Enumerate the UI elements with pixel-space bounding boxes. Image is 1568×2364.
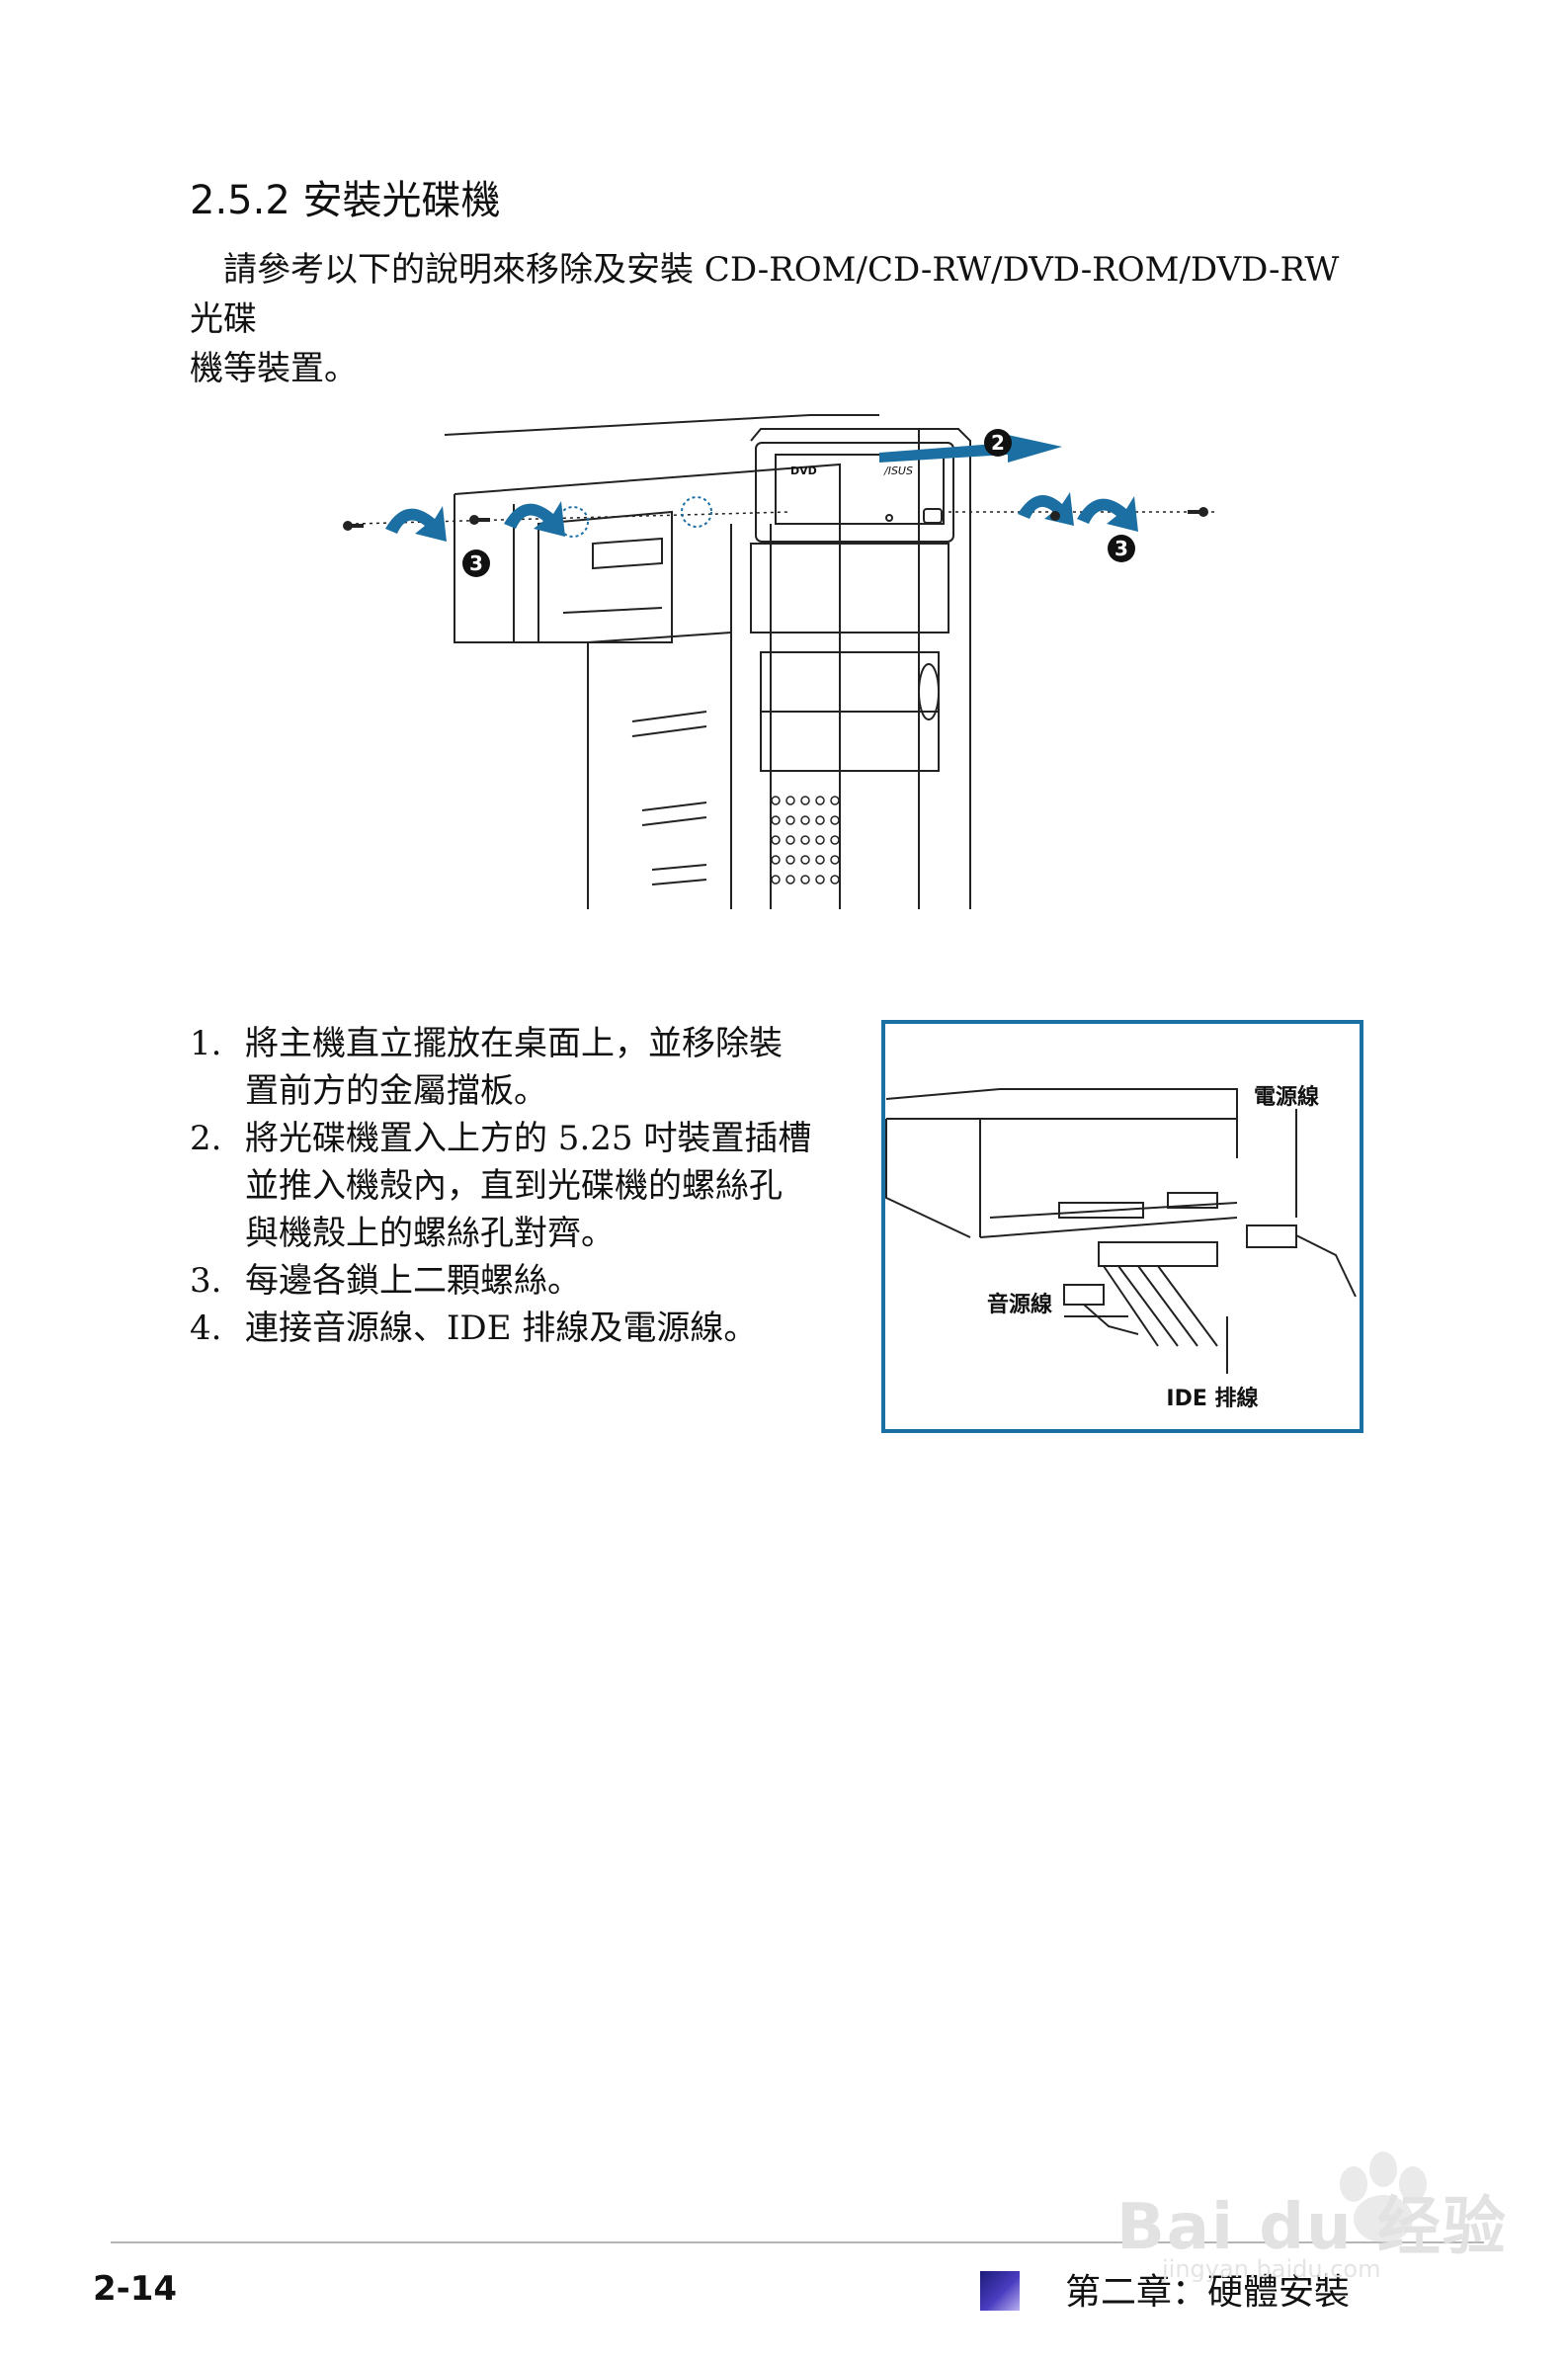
step-text: 將光碟機置入上方的 5.25 吋裝置插槽: [245, 1119, 812, 1158]
step-text: 與機殼上的螺絲孔對齊。: [245, 1214, 615, 1253]
step-item: 2. 將光碟機置入上方的 5.25 吋裝置插槽 並推入機殼內，直到光碟機的螺絲孔…: [190, 1115, 862, 1257]
ide-cable-label: IDE 排線: [1166, 1386, 1258, 1411]
page-number: 2-14: [93, 2269, 178, 2309]
step-text: 置前方的金屬擋板。: [245, 1071, 547, 1111]
svg-text:3: 3: [1114, 537, 1128, 560]
footer-rule: [111, 2241, 1484, 2243]
step-marker-3-right: 3: [1108, 535, 1135, 562]
step-item: 4. 連接音源線、IDE 排線及電源線。: [190, 1305, 862, 1352]
intro-line-1: 請參考以下的說明來移除及安裝 CD-ROM/CD-RW/DVD-ROM/DVD-…: [190, 250, 1340, 339]
paw-watermark-icon: [1340, 2152, 1427, 2242]
drive-label-brand: /ISUS: [883, 464, 913, 477]
svg-text:2: 2: [991, 431, 1005, 455]
watermark-brand: Bai du 经验: [1116, 2191, 1508, 2264]
step-number: 3.: [190, 1261, 222, 1301]
drive-label-dvd: DVD: [790, 464, 817, 477]
cable-connection-figure: 電源線 音源線 IDE 排線: [881, 1020, 1363, 1433]
step-item: 1. 將主機直立擺放在桌面上，並移除裝 置前方的金屬擋板。: [190, 1020, 862, 1115]
step-number: 4.: [190, 1309, 222, 1348]
chapter-title: 第二章：硬體安裝: [1065, 2272, 1351, 2313]
section-heading: 2.5.2 安裝光碟機: [190, 178, 501, 223]
watermark-url: jingyan.baidu.com: [1162, 2255, 1381, 2283]
intro-paragraph: 請參考以下的說明來移除及安裝 CD-ROM/CD-RW/DVD-ROM/DVD-…: [190, 245, 1375, 393]
step-number: 2.: [190, 1119, 222, 1158]
installation-steps: 1. 將主機直立擺放在桌面上，並移除裝 置前方的金屬擋板。 2. 將光碟機置入上…: [190, 1020, 862, 1352]
step-marker-3-left: 3: [462, 549, 490, 577]
svg-text:3: 3: [469, 551, 483, 575]
step-item: 3. 每邊各鎖上二顆螺絲。: [190, 1257, 862, 1305]
step-text: 連接音源線、IDE 排線及電源線。: [245, 1309, 758, 1348]
step-text: 每邊各鎖上二顆螺絲。: [245, 1261, 581, 1301]
drive-installation-illustration: 2 3 3 DVD /ISUS: [343, 414, 1215, 909]
step-number: 1.: [190, 1024, 222, 1063]
audio-cable-label: 音源線: [987, 1292, 1052, 1317]
intro-line-2: 機等裝置。: [190, 349, 358, 388]
step-marker-2: 2: [984, 429, 1012, 457]
chapter-marker-square: [980, 2271, 1020, 2311]
step-text: 將主機直立擺放在桌面上，並移除裝: [245, 1024, 783, 1063]
step-text: 並推入機殼內，直到光碟機的螺絲孔: [245, 1166, 783, 1206]
power-cable-label: 電源線: [1254, 1084, 1319, 1110]
